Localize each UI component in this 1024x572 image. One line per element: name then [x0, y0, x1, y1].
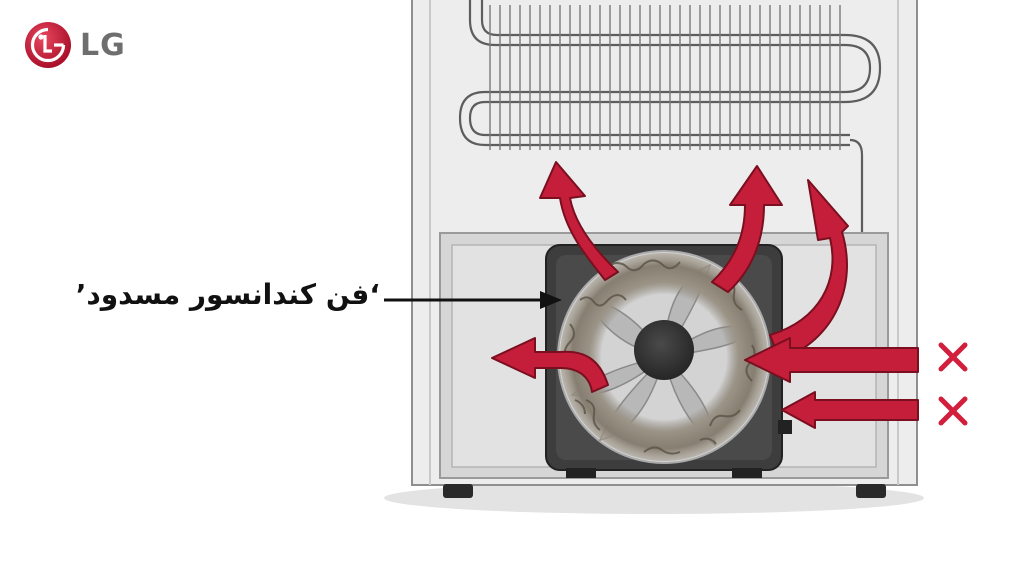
- foot-left: [443, 484, 473, 498]
- airflow-arrow-right-in-lower: [781, 391, 919, 429]
- cross-icon: [938, 342, 968, 372]
- brand-name: LG: [80, 27, 126, 63]
- brand: LG: [24, 20, 126, 70]
- airflow-arrow-right-in-upper: [744, 337, 919, 383]
- cross-icon: [938, 396, 968, 426]
- airflow-arrow-up-right: [769, 179, 849, 361]
- callout-label: ‘فن کندانسور مسدود’: [75, 278, 380, 311]
- foot-right: [856, 484, 886, 498]
- airflow-arrow-up-left: [539, 161, 619, 281]
- dust-buildup: [560, 253, 768, 461]
- airflow-arrow-up-middle: [711, 165, 783, 293]
- blocked-markers: [938, 342, 968, 426]
- airflow-arrow-left-out: [491, 337, 609, 393]
- condenser-fan: [557, 250, 771, 464]
- condenser-fins: [489, 5, 841, 150]
- floor-shadow: [384, 482, 924, 514]
- airflow-arrows: [491, 161, 919, 429]
- callout-pointer-arrow: [384, 291, 562, 309]
- lg-logo-icon: [25, 22, 71, 68]
